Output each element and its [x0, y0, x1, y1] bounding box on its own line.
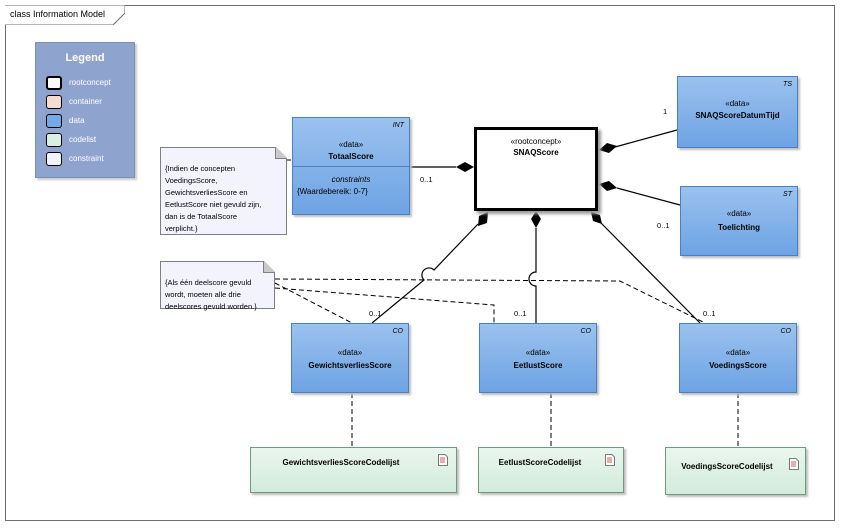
- aggregation-diamond-gewichtsverlies: [478, 212, 488, 226]
- class-toelichting[interactable]: ST «data» Toelichting: [680, 186, 798, 256]
- class-stereotype: «data»: [525, 348, 551, 357]
- codelist-icon: [789, 458, 799, 470]
- class-name: TotaalScore: [328, 152, 374, 161]
- legend-swatch-rootconcept: [46, 76, 62, 90]
- class-stereotype: «data»: [726, 209, 752, 218]
- note-link-voedings: [274, 278, 706, 324]
- note-link-gewichtsverlies: [274, 282, 353, 324]
- compartment-divider: [293, 166, 409, 167]
- legend-label: data: [69, 116, 85, 125]
- association-eetlust: [528, 228, 537, 323]
- codelist-icon: [438, 454, 448, 466]
- note-text: {Indien de concepten VoedingsScore, Gewi…: [165, 164, 262, 233]
- note-link-eetlust: [274, 287, 495, 323]
- note-text: {Als één deelscore gevuld wordt, moeten …: [165, 278, 257, 311]
- diagram-frame: [5, 5, 835, 521]
- codelist-gewichtsverliesscore[interactable]: GewichtsverliesScoreCodelijst: [250, 447, 457, 493]
- multiplicity-toelichting: 0..1: [657, 221, 670, 230]
- aggregation-diamond-datumtijd: [599, 143, 617, 153]
- legend-label: constraint: [69, 154, 104, 163]
- class-stereotype: «rootconcept»: [510, 137, 562, 146]
- association-voedings: [600, 222, 701, 324]
- note-fold: [275, 147, 287, 159]
- note-fold: [263, 261, 275, 273]
- legend-swatch-container: [46, 95, 62, 109]
- codelist-name: GewichtsverliesScoreCodelijst: [282, 458, 400, 467]
- class-type-tag: CO: [392, 328, 404, 335]
- class-type-tag: CO: [780, 328, 792, 335]
- diagram-title: class Information Model: [10, 9, 106, 19]
- class-type-tag: TS: [783, 81, 792, 88]
- codelist-name: EetlustScoreCodelijst: [498, 458, 582, 467]
- class-stereotype: «data»: [725, 99, 750, 108]
- legend-swatch-constraint: [46, 152, 62, 166]
- aggregation-diamond-voedings: [591, 212, 602, 224]
- class-constraint: {Waardebereik: 0-7}: [297, 187, 368, 196]
- class-type-tag: INT: [392, 122, 404, 129]
- legend-swatch-data: [46, 114, 62, 128]
- class-name: VoedingsScore: [709, 361, 767, 370]
- aggregation-diamond-eetlust: [531, 211, 541, 228]
- codelist-name: VoedingsScoreCodelijst: [681, 462, 773, 471]
- multiplicity-datumtijd: 1: [663, 107, 668, 116]
- aggregation-diamond-totaal: [456, 162, 474, 172]
- class-eetlustscore[interactable]: CO «data» EetlustScore: [479, 323, 597, 393]
- class-name: EetlustScore: [513, 361, 563, 370]
- class-stereotype: «data»: [725, 348, 751, 357]
- class-name: Toelichting: [717, 223, 761, 232]
- class-type-tag: ST: [783, 191, 792, 198]
- association-datumtijd: [614, 129, 678, 148]
- legend-title: Legend: [65, 52, 105, 64]
- codelist-eetlustscore[interactable]: EetlustScoreCodelijst: [478, 447, 624, 493]
- class-name: SNAQScoreDatumTijd: [695, 111, 780, 120]
- legend-label: rootconcept: [69, 78, 111, 87]
- multiplicity-eetlust: 0..1: [514, 309, 527, 318]
- class-stereotype: «data»: [337, 348, 363, 357]
- constraint-note-deelscore[interactable]: {Als één deelscore gevuld wordt, moeten …: [160, 261, 275, 311]
- multiplicity-totaalscore: 0..1: [420, 175, 433, 184]
- class-name: SNAQScore: [513, 148, 559, 157]
- codelist-icon: [605, 454, 615, 466]
- class-snaqscoredatumtijd[interactable]: TS «data» SNAQScoreDatumTijd: [677, 76, 798, 148]
- association-gewichtsverlies: [371, 223, 479, 324]
- legend-swatch-codelist: [46, 133, 62, 147]
- legend-label: container: [69, 97, 102, 106]
- class-name: GewichtsverliesScore: [308, 361, 392, 370]
- class-gewichtsverliesscore[interactable]: CO «data» GewichtsverliesScore: [291, 323, 409, 393]
- class-totaalscore[interactable]: INT «data» TotaalScore constraints {Waar…: [292, 117, 410, 215]
- constraints-heading: constraints: [331, 175, 371, 184]
- legend: Legend rootconcept container data codeli…: [35, 42, 135, 178]
- aggregation-diamond-toelichting: [599, 181, 617, 191]
- class-type-tag: CO: [580, 328, 592, 335]
- class-stereotype: «data»: [338, 140, 364, 149]
- constraint-note-totaalscore[interactable]: {Indien de concepten VoedingsScore, Gewi…: [160, 147, 287, 235]
- frame-title-tab: [5, 5, 125, 25]
- codelist-voedingsscore[interactable]: VoedingsScoreCodelijst: [665, 447, 806, 495]
- association-toelichting: [616, 187, 681, 206]
- class-snaqscore[interactable]: «rootconcept» SNAQScore: [474, 127, 598, 211]
- legend-label: codelist: [69, 135, 97, 144]
- multiplicity-voedings: 0..1: [703, 309, 716, 318]
- class-voedingsscore[interactable]: CO «data» VoedingsScore: [679, 323, 797, 393]
- multiplicity-gewichtsverlies: 0..1: [369, 309, 382, 318]
